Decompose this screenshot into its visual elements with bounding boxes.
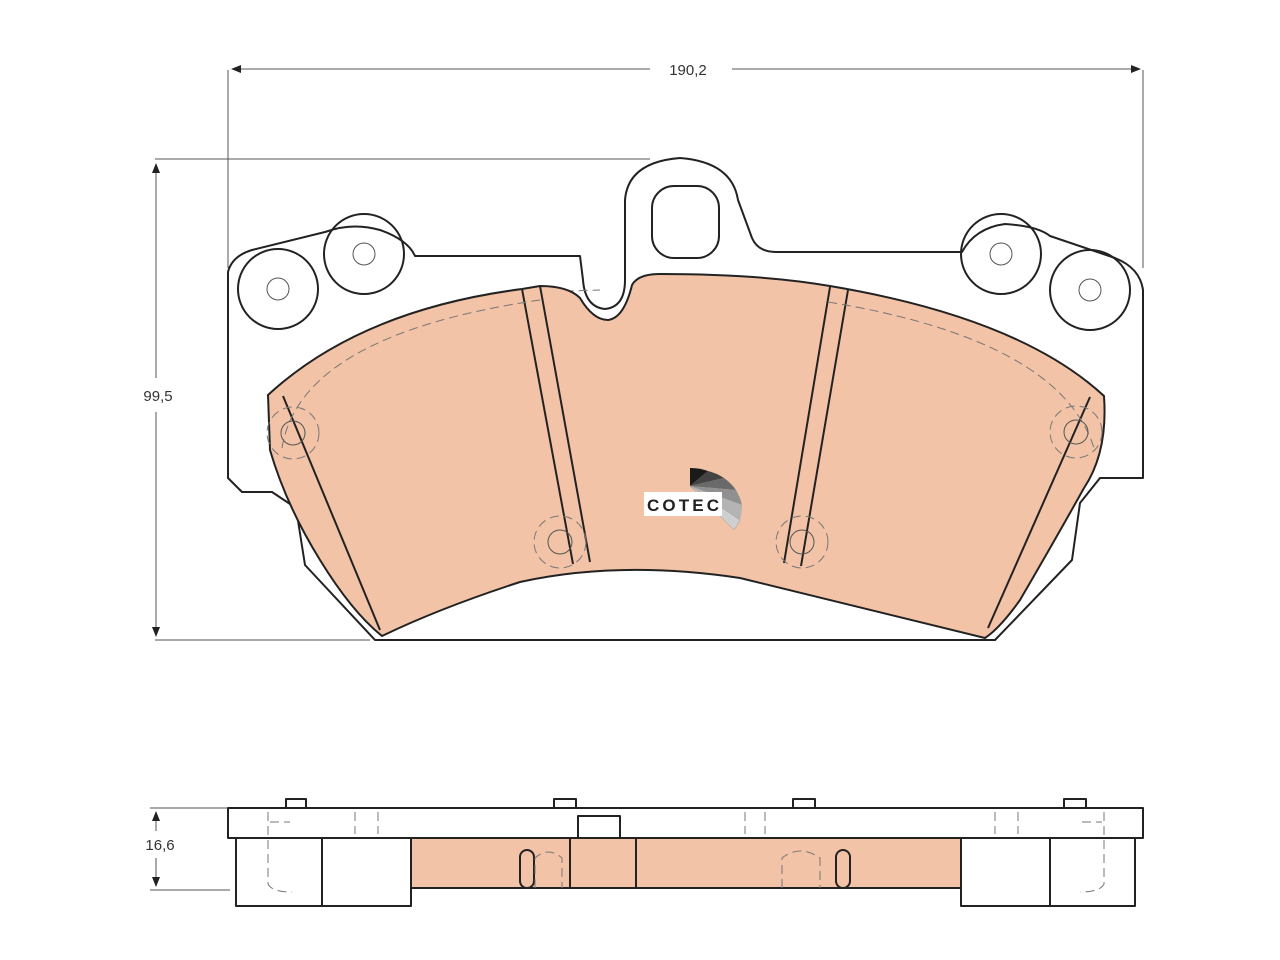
- side-abutment-left-inner: [321, 837, 412, 907]
- width-dimension-label: 190,2: [669, 62, 707, 79]
- mounting-boss-right-outer: [1049, 249, 1131, 331]
- height-dimension: 99,5: [143, 158, 650, 641]
- cotec-logo-text: COTEC: [647, 496, 719, 515]
- rivet-mark-left: [266, 406, 320, 460]
- friction-slot-left: [521, 285, 591, 565]
- side-abutment-right-outer: [1049, 837, 1136, 907]
- side-view: [227, 798, 1144, 907]
- thickness-dimension: 16,6: [145, 807, 230, 891]
- mounting-boss-left-inner: [323, 213, 405, 295]
- friction-chamfer-right: [987, 396, 1091, 629]
- side-abutment-left-outer: [235, 837, 323, 907]
- rivet-mark-center-right: [775, 515, 829, 569]
- friction-slot-right: [783, 286, 849, 567]
- height-dimension-label: 99,5: [143, 388, 172, 405]
- width-dimension: 190,2: [227, 62, 1144, 268]
- top-lug-slot: [651, 185, 720, 259]
- cotec-logo: COTEC: [644, 467, 743, 531]
- rivet-mark-right: [1049, 405, 1103, 459]
- thickness-dimension-label: 16,6: [145, 837, 174, 854]
- side-friction-material: [410, 837, 962, 889]
- side-abutment-right-inner: [960, 837, 1051, 907]
- friction-chamfer-left: [282, 395, 381, 631]
- rivet-mark-center-left: [533, 515, 587, 569]
- friction-material: [266, 273, 1106, 639]
- mounting-boss-right-inner: [960, 213, 1042, 295]
- mounting-boss-left-outer: [237, 248, 319, 330]
- side-backing-plate: [227, 807, 1144, 839]
